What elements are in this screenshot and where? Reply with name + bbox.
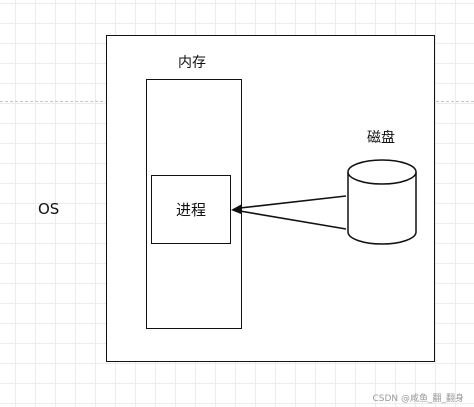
memory-label: 内存 (178, 55, 206, 71)
process-label: 进程 (175, 201, 206, 219)
disk-label: 磁盘 (367, 130, 395, 146)
watermark: CSDN @咸鱼_翻_翻身 (372, 394, 464, 404)
process-box[interactable] (151, 175, 231, 244)
disk-cylinder-icon[interactable] (345, 156, 419, 248)
os-label: OS (38, 200, 60, 218)
